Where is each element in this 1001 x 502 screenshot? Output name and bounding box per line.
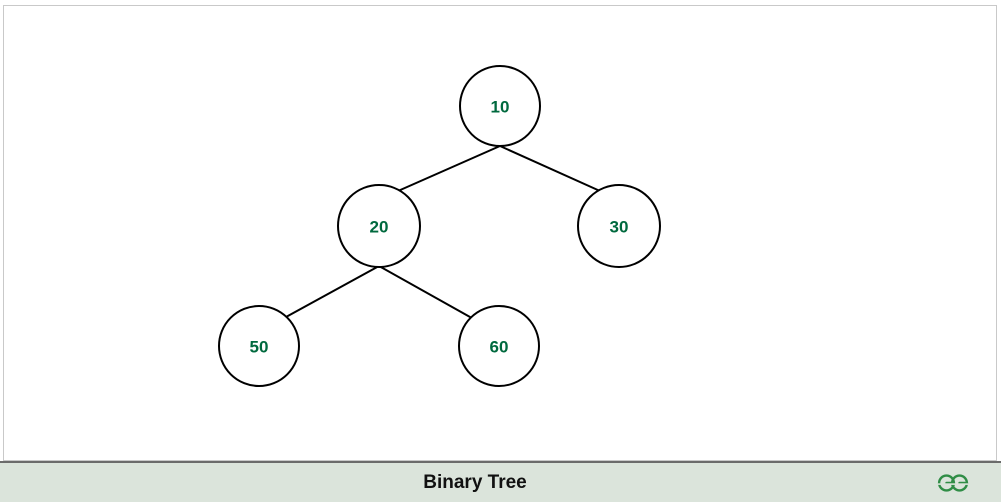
node-label-60: 60 xyxy=(490,338,509,357)
tree-node-60: 60 xyxy=(458,305,540,387)
node-label-10: 10 xyxy=(491,98,510,117)
tree-node-50: 50 xyxy=(218,305,300,387)
caption-bar: Binary Tree xyxy=(0,461,1001,502)
geeksforgeeks-logo xyxy=(937,474,969,492)
figure-caption: Binary Tree xyxy=(423,472,527,493)
node-circle-50 xyxy=(218,305,300,387)
tree-node-30: 30 xyxy=(577,184,661,268)
tree-edge-n10-n30 xyxy=(499,145,601,192)
node-circle-60 xyxy=(458,305,540,387)
tree-edge-n20-n50 xyxy=(285,265,380,318)
tree-edge-n20-n60 xyxy=(378,265,471,318)
node-circle-20 xyxy=(337,184,421,268)
node-circle-30 xyxy=(577,184,661,268)
tree-edge-n10-n20 xyxy=(397,145,501,192)
binary-tree-diagram: 10 20 30 50 60 xyxy=(218,65,661,387)
node-label-50: 50 xyxy=(250,338,269,357)
tree-edge-layer xyxy=(285,145,601,318)
tree-node-20: 20 xyxy=(337,184,421,268)
node-label-20: 20 xyxy=(370,218,389,237)
node-circle-10 xyxy=(459,65,541,147)
node-label-30: 30 xyxy=(610,218,629,237)
tree-node-layer: 10 20 30 50 60 xyxy=(218,65,661,387)
tree-node-10: 10 xyxy=(459,65,541,147)
